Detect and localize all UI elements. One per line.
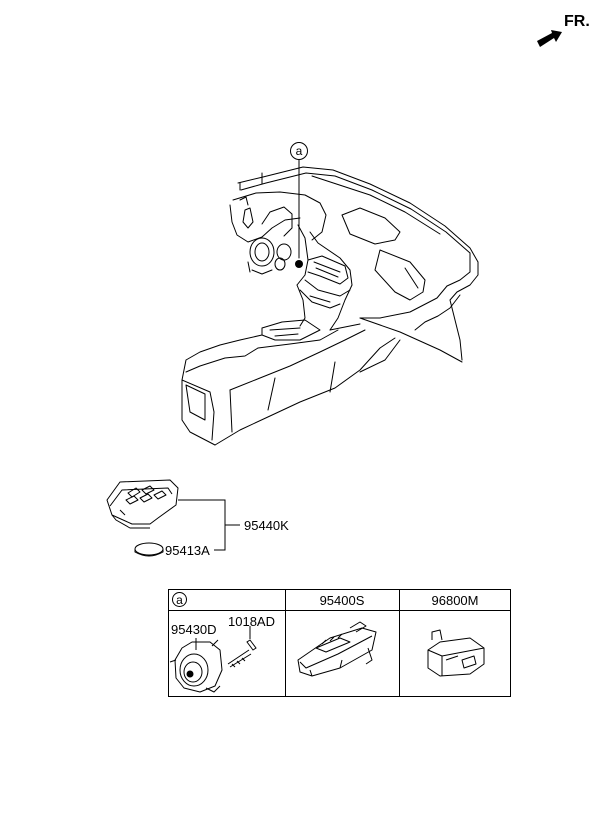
front-direction-label: FR. bbox=[564, 13, 590, 30]
table-header-96800M: 96800M bbox=[431, 593, 479, 608]
table-header-95400S: 95400S bbox=[319, 593, 365, 608]
key-leader-lines bbox=[178, 499, 240, 551]
table-header-divider bbox=[169, 610, 510, 611]
table-header-callout-a: a bbox=[172, 592, 187, 607]
battery-drawing bbox=[134, 542, 164, 557]
table-column-divider bbox=[285, 590, 286, 696]
start-button-drawing bbox=[169, 639, 223, 693]
start-button-location-icon bbox=[295, 260, 303, 268]
smart-key-drawing bbox=[106, 479, 179, 529]
switch-drawing bbox=[297, 621, 377, 677]
part-label-battery: 95413A bbox=[165, 543, 210, 558]
part-label-key-fob: 95440K bbox=[244, 518, 289, 533]
screw-drawing bbox=[227, 626, 257, 668]
part-label-start-button: 95430D bbox=[171, 622, 217, 637]
table-column-divider bbox=[399, 590, 400, 696]
dashboard-drawing bbox=[181, 159, 479, 446]
part-label-screw: 1018AD bbox=[228, 614, 275, 629]
module-drawing bbox=[427, 629, 485, 677]
arrow-front-icon bbox=[537, 30, 562, 47]
callout-a-marker: a bbox=[290, 142, 308, 160]
parts-table: a 95400S 96800M bbox=[168, 589, 511, 697]
